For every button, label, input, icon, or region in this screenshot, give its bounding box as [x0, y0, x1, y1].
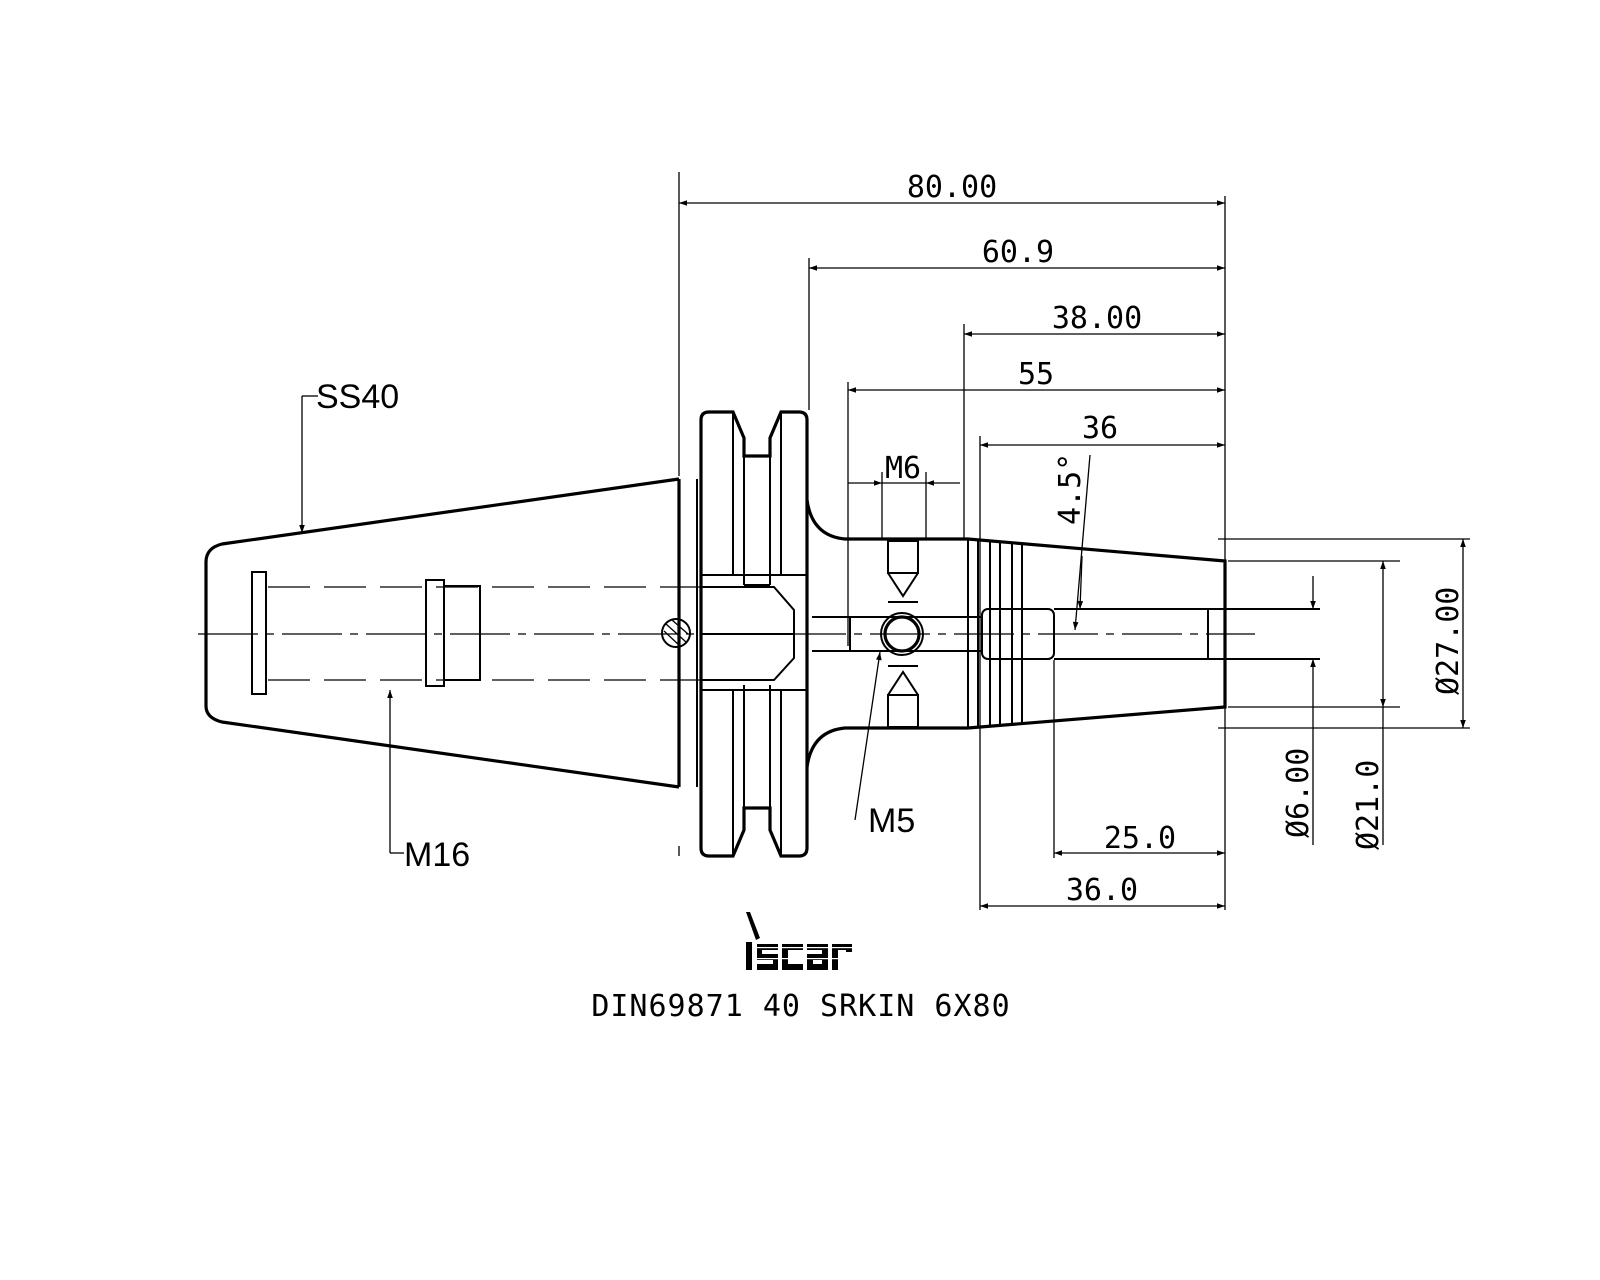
label-m16: M16 [404, 836, 470, 874]
dim-dia-6: Ø6.00 [1281, 748, 1316, 838]
dimension-lines [299, 172, 1470, 910]
dim-36-bottom: 36.0 [1066, 873, 1138, 908]
taper-shank [204, 477, 680, 789]
flange [699, 410, 809, 858]
collet-body [805, 499, 1320, 768]
label-ss40: SS40 [316, 378, 399, 416]
dim-80: 80.00 [907, 170, 997, 205]
drive-key [661, 618, 691, 648]
dim-angle: 4.5° [1053, 453, 1088, 525]
dimension-labels: 80.00 60.9 38.00 55 36 M6 4.5° SS40 M16 … [316, 170, 1466, 908]
dim-36-top: 36 [1082, 411, 1118, 446]
dim-38: 38.00 [1052, 301, 1142, 336]
m16-bore [251, 571, 700, 695]
part-caption: DIN69871 40 SRKIN 6X80 [591, 989, 1010, 1024]
label-m5: M5 [868, 802, 915, 840]
dim-m6: M6 [885, 451, 921, 486]
dim-dia-27: Ø27.00 [1431, 587, 1466, 695]
dim-25: 25.0 [1104, 821, 1176, 856]
dim-55: 55 [1018, 357, 1054, 392]
dim-60-9: 60.9 [982, 235, 1054, 270]
dim-dia-21: Ø21.0 [1351, 760, 1386, 850]
iscar-logo [746, 912, 852, 970]
tool-holder-body [198, 410, 1320, 858]
